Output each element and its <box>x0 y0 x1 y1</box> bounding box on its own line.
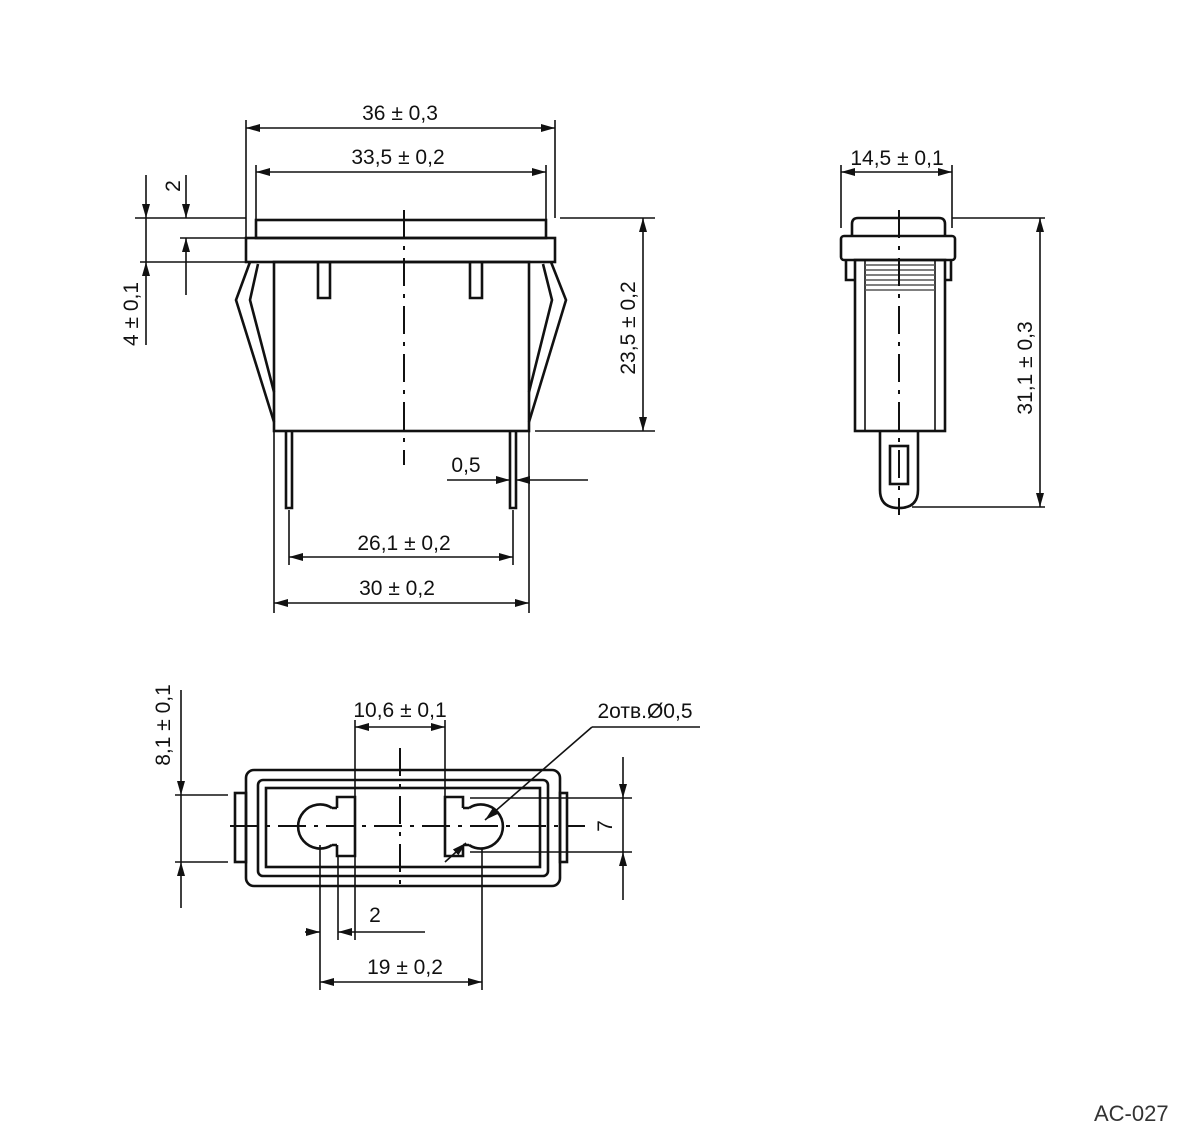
dim-slot-width: 2 <box>369 904 381 927</box>
front-body <box>272 260 531 433</box>
bottom-view: 8,1 ± 0,1 10,6 ± 0,1 2отв.Ø0,5 7 2 19 ± … <box>152 684 700 990</box>
dim-hole-spacing: 19 ± 0,2 <box>367 956 443 979</box>
dim-bottom-height: 8,1 ± 0,1 <box>152 684 175 766</box>
left-clip <box>234 261 276 423</box>
side-tabs <box>844 260 953 282</box>
bottom-inner <box>264 786 542 869</box>
dim-width-overall: 36 ± 0,3 <box>362 102 438 125</box>
bottom-left-tab <box>233 791 248 864</box>
bottom-right-tab <box>558 791 569 864</box>
holes-note: 2отв.Ø0,5 <box>597 700 692 723</box>
front-view: 36 ± 0,3 33,5 ± 0,2 2 4 ± 0,1 23,5 ± 0,2… <box>120 102 655 613</box>
side-contact <box>888 444 910 486</box>
drawing-code: AC-027 <box>1094 1101 1169 1126</box>
dim-cap-height: 2 <box>162 180 185 192</box>
dim-slot-spacing: 10,6 ± 0,1 <box>353 699 446 722</box>
bottom-middle <box>256 778 550 878</box>
dim-side-height: 31,1 ± 0,3 <box>1014 321 1037 414</box>
dim-pin-spacing: 26,1 ± 0,2 <box>357 532 450 555</box>
front-flange <box>244 236 557 264</box>
side-view: 14,5 ± 0,1 31,1 ± 0,3 <box>839 147 1045 515</box>
front-pins <box>284 431 518 510</box>
dim-side-width: 14,5 ± 0,1 <box>850 147 943 170</box>
right-clip <box>527 261 568 423</box>
dim-flange-height: 4 ± 0,1 <box>120 282 143 346</box>
dim-width-cap: 33,5 ± 0,2 <box>351 146 444 169</box>
dim-body-height: 23,5 ± 0,2 <box>617 281 640 374</box>
front-slots <box>316 262 484 300</box>
front-cap <box>254 218 548 240</box>
dim-body-width: 30 ± 0,2 <box>359 577 435 600</box>
dim-inner-height: 7 <box>594 820 617 832</box>
dim-pin-thickness: 0,5 <box>451 454 480 477</box>
